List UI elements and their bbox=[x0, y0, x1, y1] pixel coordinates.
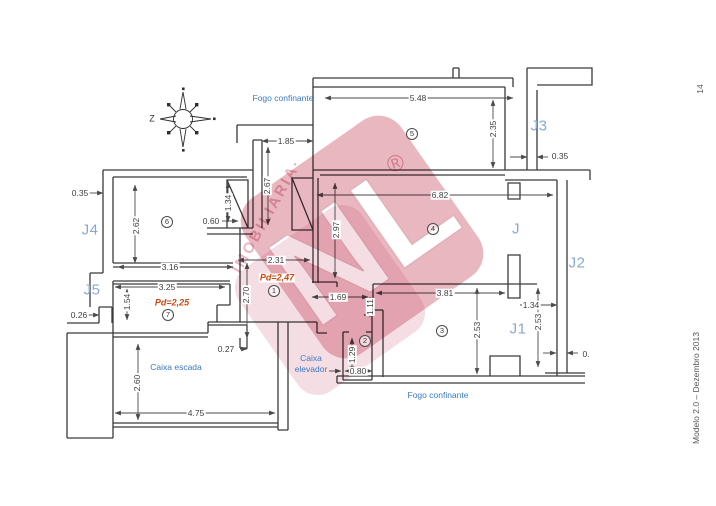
ceiling-height-room1: Pd=2,47 bbox=[258, 272, 296, 283]
room-number: 5 bbox=[409, 129, 415, 139]
dim-2-62: 2.62 bbox=[130, 216, 141, 236]
fogo-confinante-top-label: Fogo confinante bbox=[252, 92, 314, 103]
sheet-page-number: 14 bbox=[694, 84, 705, 94]
room-badge-5: 5 bbox=[406, 128, 418, 140]
dim-2-31: 2.31 bbox=[266, 254, 286, 265]
caixa-elevador-label-line2: elevador bbox=[294, 363, 328, 374]
dim-6-82: 6.82 bbox=[430, 189, 450, 200]
room-badge-7: 7 bbox=[162, 309, 174, 321]
window-label-j2: J2 bbox=[568, 254, 586, 272]
dim-3-16: 3.16 bbox=[160, 261, 180, 272]
window-label-j5: J5 bbox=[83, 281, 101, 299]
dim-1-85: 1.85 bbox=[276, 135, 296, 146]
dim-3-25: 3.25 bbox=[157, 281, 177, 292]
dim-0-35-left: 0.35 bbox=[70, 187, 90, 198]
window-label-j3: J3 bbox=[530, 117, 548, 135]
dim-0-60: 0.60 bbox=[201, 215, 221, 226]
dim-1-69: 1.69 bbox=[328, 291, 348, 302]
sheet-footer-note: Modelo 2.0 – Dezembro 2013 bbox=[690, 332, 701, 444]
dim-2-60: 2.60 bbox=[131, 373, 142, 393]
dim-1-29: 1.29 bbox=[346, 345, 357, 365]
ceiling-height-room7: Pd=2,25 bbox=[153, 297, 191, 308]
dim-0-80: 0.80 bbox=[348, 365, 368, 376]
room-badge-4: 4 bbox=[427, 223, 439, 235]
dim-2-53-b: 2.53 bbox=[532, 312, 543, 332]
dim-0-35-top-right: 0.35 bbox=[550, 150, 570, 161]
fogo-confinante-bottom-label: Fogo confinante bbox=[407, 389, 469, 400]
window-label-j1: J1 bbox=[509, 320, 527, 338]
dim-0-26: 0.26 bbox=[69, 309, 89, 320]
room-number: 3 bbox=[439, 326, 445, 336]
dim-0-right: 0. bbox=[581, 348, 591, 359]
dim-1-54: 1.54 bbox=[121, 292, 132, 312]
dim-2-67: 2.67 bbox=[261, 176, 272, 196]
dim-1-34-left: 1.34 bbox=[222, 193, 233, 213]
room-number: 2 bbox=[362, 336, 368, 346]
dim-2-70: 2.70 bbox=[240, 285, 251, 305]
dim-2-97: 2.97 bbox=[330, 220, 341, 240]
room-badge-6: 6 bbox=[161, 216, 173, 228]
room-number: 1 bbox=[271, 286, 277, 296]
dim-5-48: 5.48 bbox=[408, 92, 428, 103]
dim-1-11: 1.11 bbox=[364, 298, 375, 316]
window-label-j: J bbox=[512, 220, 520, 238]
room-number: 6 bbox=[164, 217, 170, 227]
caixa-elevador-label-line1: Caixa bbox=[300, 352, 322, 363]
room-badge-3: 3 bbox=[436, 325, 448, 337]
compass-rose-icon bbox=[159, 87, 216, 152]
window-label-j4: J4 bbox=[81, 221, 99, 239]
dim-3-81: 3.81 bbox=[435, 287, 455, 298]
compass-north-label: Z bbox=[149, 113, 155, 124]
room-badge-2: 2 bbox=[359, 335, 371, 347]
room-number: 7 bbox=[165, 310, 171, 320]
room-number: 4 bbox=[430, 224, 436, 234]
dim-1-34-right: 1.34 bbox=[521, 299, 541, 310]
room-badge-1: 1 bbox=[268, 285, 280, 297]
dim-2-53-a: 2.53 bbox=[471, 320, 482, 340]
caixa-escada-label: Caixa escada bbox=[150, 361, 202, 372]
watermark-logo: NL bbox=[234, 115, 484, 396]
dim-4-75: 4.75 bbox=[186, 407, 206, 418]
dim-0-27: 0.27 bbox=[216, 343, 236, 354]
dim-2-35: 2.35 bbox=[487, 119, 498, 139]
